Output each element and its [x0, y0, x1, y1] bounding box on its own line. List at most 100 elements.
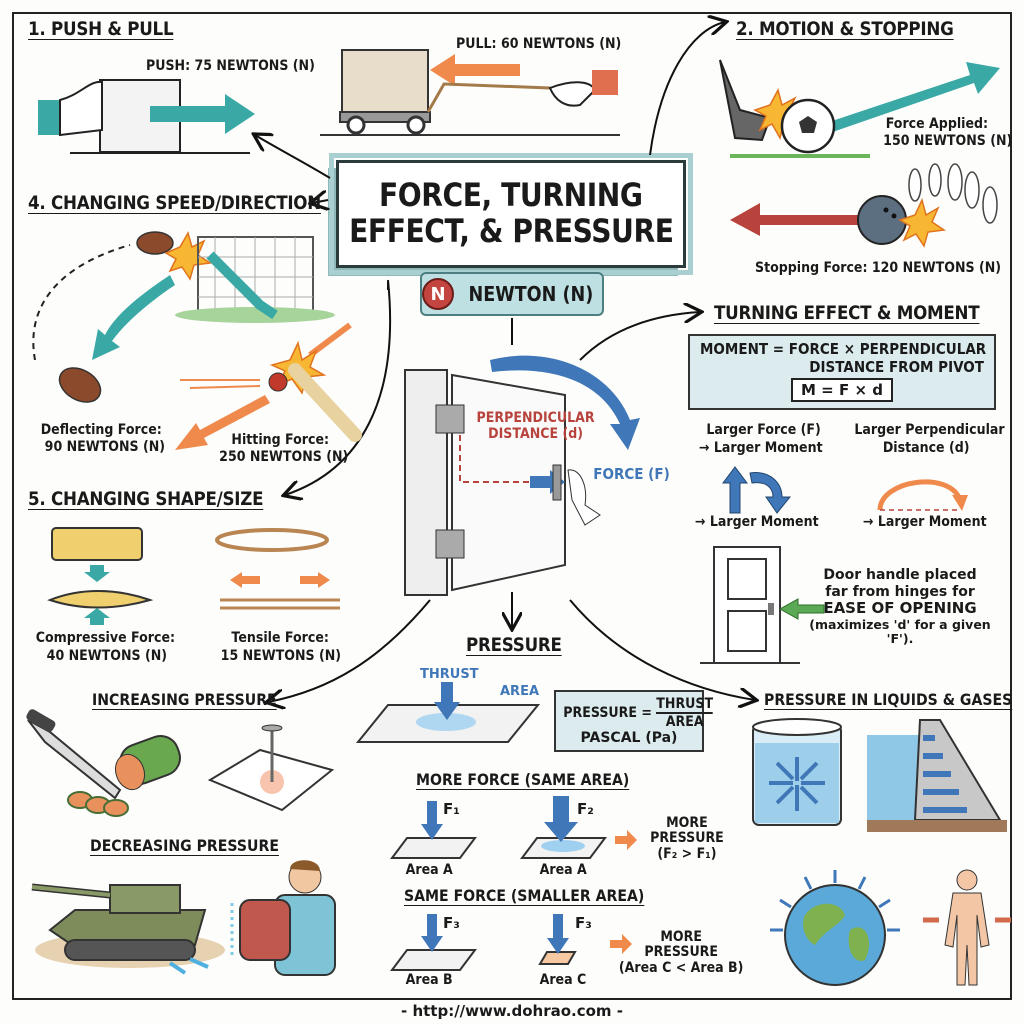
unit-badge: N NEWTON (N)	[420, 272, 604, 316]
footer-url: - http://www.dohrao.com -	[401, 1002, 623, 1020]
increasing-illustration	[26, 709, 335, 817]
f1-label: F₁	[443, 800, 460, 818]
compress-label-2: 40 NEWTONS (N)	[46, 648, 168, 664]
more-force-heading: MORE FORCE (SAME AREA)	[416, 770, 630, 789]
cart-box	[341, 49, 429, 113]
rubber-band-icon	[215, 528, 329, 552]
atmosphere-arrows-icon	[770, 870, 900, 932]
stopping-force-label: Stopping Force: 120 NEWTONS (N)	[755, 260, 1002, 276]
larger-moment-result-2: → Larger Moment	[862, 514, 987, 530]
arrow-to-increasing	[268, 599, 431, 702]
knife-icon	[27, 719, 122, 800]
pull-illustration	[320, 49, 620, 136]
wheel-icon	[346, 115, 366, 135]
bowling-pins-icon	[908, 163, 998, 224]
arrow-to-shape	[285, 279, 392, 495]
applied-force-label-2: 150 NEWTONS (N)	[883, 133, 1013, 149]
trajectory-dashed	[32, 244, 131, 361]
arc-arrow-icon	[877, 479, 963, 511]
title-line-2: EFFECT, & PRESSURE	[348, 212, 674, 250]
tensile-label-1: Tensile Force:	[231, 630, 329, 646]
rugby-ball-icon	[58, 367, 102, 403]
arrow-to-speed	[312, 200, 328, 203]
f3-arrow-b	[421, 914, 443, 952]
decreasing-heading: DECREASING PRESSURE	[90, 836, 279, 855]
up-arrow-icon	[722, 466, 748, 514]
thrust-plate-illustration	[355, 682, 541, 743]
area-b-label: Area B	[405, 972, 453, 988]
tank-tracks	[64, 939, 196, 961]
hand-icon	[567, 469, 601, 526]
human-body-icon	[956, 869, 978, 891]
arrow-to-liquids	[569, 599, 755, 700]
f3b-label: F₃	[443, 914, 460, 932]
applied-force-label-1: Force Applied:	[885, 116, 989, 132]
push-arrow	[150, 94, 255, 134]
kick-illustration	[719, 59, 1000, 158]
hand-icon	[59, 80, 103, 137]
water-icon	[867, 735, 922, 820]
door-handle-illustration	[700, 546, 825, 664]
earth-icon	[784, 884, 886, 986]
pressure-arrows-icon	[769, 757, 825, 811]
larger-force-label-1: Larger Force (F)	[706, 422, 821, 438]
dam-arrows-icon	[923, 735, 967, 813]
wheel-icon	[406, 115, 426, 135]
sponge-icon	[51, 527, 143, 561]
door-illustration	[404, 355, 640, 596]
perp-distance-label: PERPENDICULAR DISTANCE (d)	[476, 410, 595, 443]
push-label: PUSH: 75 NEWTONS (N)	[146, 58, 315, 74]
hinge-icon	[435, 529, 465, 559]
formula-line-2: DISTANCE FROM PIVOT	[809, 358, 984, 376]
cricket-bat-icon	[288, 363, 362, 442]
green-arrow-icon	[778, 598, 825, 620]
rugby-ball-icon	[136, 231, 174, 255]
push-illustration	[38, 79, 255, 154]
f1-arrow	[421, 801, 443, 840]
deflect-label-2: 90 NEWTONS (N)	[44, 439, 166, 455]
door-note: Door handle placed far from hinges for E…	[809, 567, 991, 647]
cricket-ball-icon	[268, 372, 288, 392]
liquids-gases-heading: PRESSURE IN LIQUIDS & GASES	[764, 690, 1013, 709]
goalkeeper-illustration	[32, 231, 362, 450]
pull-arrow	[430, 54, 520, 86]
increasing-heading: INCREASING PRESSURE	[92, 690, 277, 709]
thrust-arrow	[434, 682, 460, 720]
curved-arrow-icon	[749, 472, 792, 514]
rope	[426, 82, 551, 113]
impact-icon	[898, 197, 947, 248]
more-force-illustration	[390, 796, 637, 859]
handle-icon	[768, 603, 774, 615]
moment-formula-box: MOMENT = FORCE × PERPENDICULAR DISTANCE …	[688, 334, 996, 410]
same-force-illustration	[390, 914, 632, 971]
unit-label: NEWTON (N)	[468, 282, 594, 306]
larger-distance-label-2: Distance (d)	[882, 440, 970, 456]
area-a2-label: Area A	[539, 862, 587, 878]
force-label: FORCE (F)	[593, 465, 670, 483]
hitting-force-arrow	[175, 395, 270, 450]
liquids-gases-illustration	[752, 718, 1011, 986]
formula-line-1: MOMENT = FORCE × PERPENDICULAR	[700, 340, 987, 358]
f3c-label: F₃	[575, 914, 592, 932]
compress-arrow-down	[84, 565, 110, 582]
tensile-label-2: 15 NEWTONS (N)	[220, 648, 342, 664]
arrow-to-push-pull	[255, 135, 331, 179]
area-a1-label: Area A	[405, 862, 453, 878]
pressure-heading: PRESSURE	[466, 634, 562, 656]
infographic-frame	[12, 12, 1012, 1000]
result-arrow-1	[615, 830, 637, 850]
hit-label-1: Hitting Force:	[231, 432, 330, 448]
tensile-arrow-left	[230, 572, 260, 588]
door-handle-icon	[552, 464, 562, 501]
pull-label: PULL: 60 NEWTONS (N)	[456, 36, 622, 52]
moment-heading: TURNING EFFECT & MOMENT	[714, 302, 980, 324]
larger-moment-result-1: → Larger Moment	[694, 514, 819, 530]
bowling-illustration	[730, 163, 998, 248]
deflect-label-1: Deflecting Force:	[40, 422, 162, 438]
compress-label-1: Compressive Force:	[35, 630, 176, 646]
f3-arrow-c	[547, 914, 569, 954]
title-box: FORCE, TURNING EFFECT, & PRESSURE	[329, 153, 693, 275]
result-arrow-2	[610, 934, 632, 954]
